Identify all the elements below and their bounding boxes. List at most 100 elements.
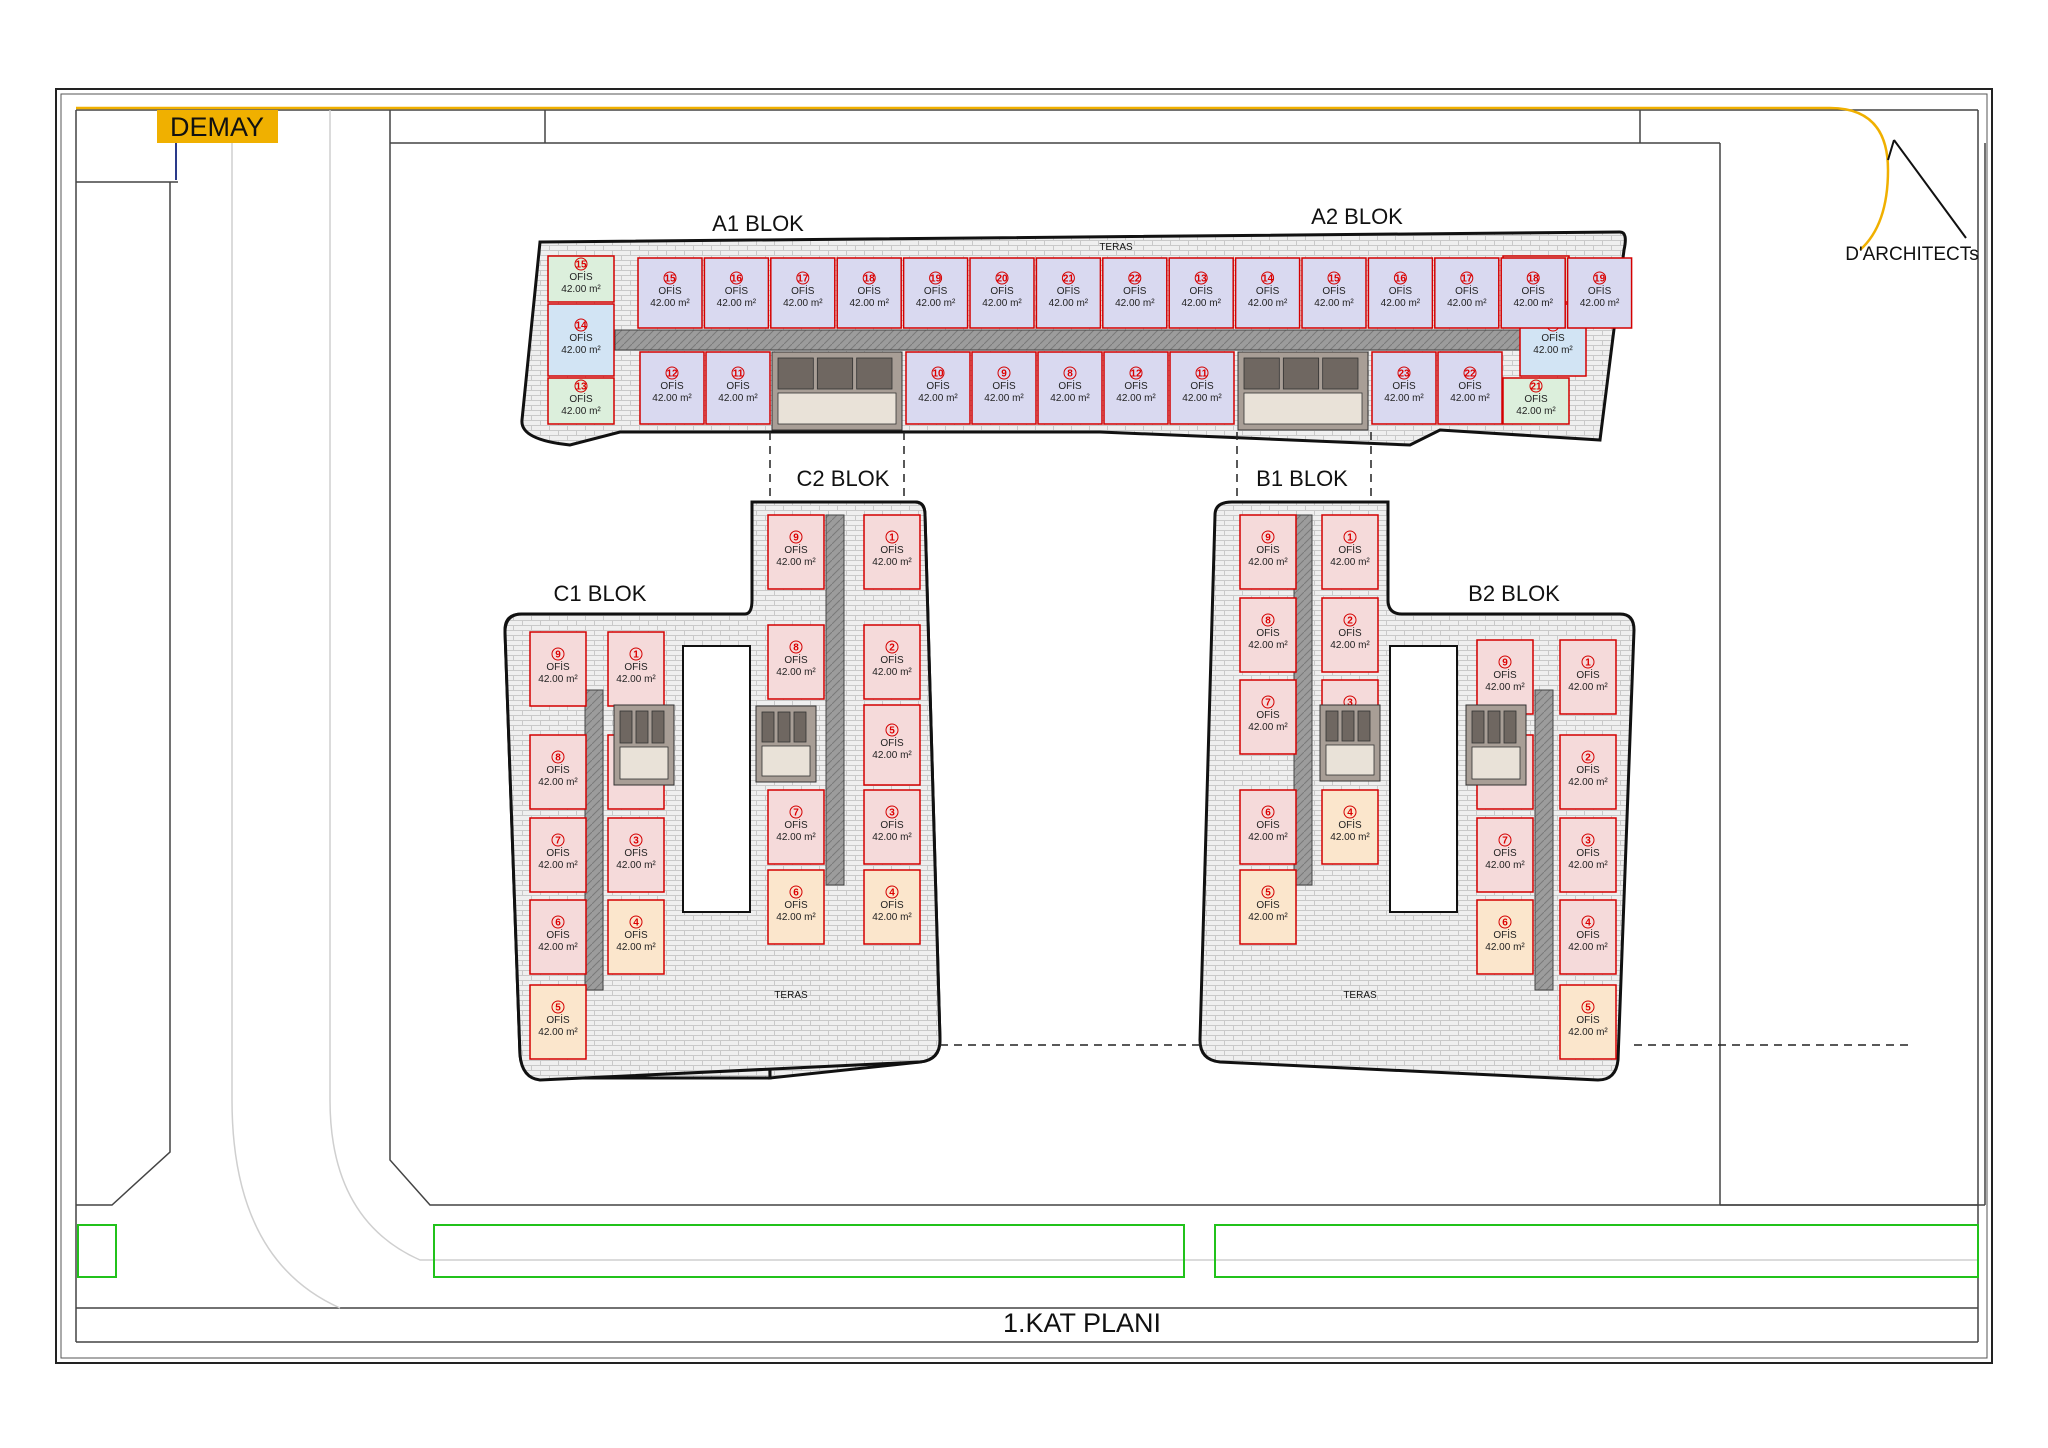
unit-number-marker <box>931 366 945 380</box>
unit-name: OFİS <box>1493 668 1517 681</box>
unit-number: 7 <box>1502 836 1508 847</box>
unit-name: OFİS <box>569 331 593 344</box>
unit-number: 19 <box>930 274 942 285</box>
unit-number-marker <box>1261 885 1275 899</box>
unit-number: 11 <box>1197 369 1208 380</box>
unit-number-marker <box>1194 271 1208 285</box>
unit-number-marker <box>574 257 588 271</box>
unit-area: 42.00 m² <box>1568 1027 1608 1038</box>
unit-number: 13 <box>575 382 587 393</box>
unit-name: OFİS <box>1576 846 1600 859</box>
unit-number-marker <box>1581 833 1595 847</box>
unit-name: OFİS <box>1256 818 1280 831</box>
unit-number-marker <box>1129 366 1143 380</box>
unit-area: 42.00 m² <box>561 406 601 417</box>
unit-name: OFİS <box>1576 1013 1600 1026</box>
unit-area: 42.00 m² <box>1381 298 1421 309</box>
unit-number-marker <box>1460 271 1474 285</box>
unit-number: 3 <box>889 808 895 819</box>
unit-area: 42.00 m² <box>918 393 958 404</box>
unit-number: 17 <box>797 274 809 285</box>
unit-name: OFİS <box>546 1013 570 1026</box>
unit-name: OFİS <box>546 763 570 776</box>
unit-number-marker <box>885 805 899 819</box>
unit-number: 13 <box>1196 274 1208 285</box>
architect-label: D'ARCHITECTs <box>1845 244 1978 265</box>
unit-number-marker <box>885 530 899 544</box>
unit-area: 42.00 m² <box>561 284 601 295</box>
unit-number-marker <box>551 1000 565 1014</box>
unit-name: OFİS <box>880 818 904 831</box>
unit-number-marker <box>789 885 803 899</box>
unit-area: 42.00 m² <box>849 298 889 309</box>
wing-corridor <box>584 689 604 991</box>
unit-area: 42.00 m² <box>872 667 912 678</box>
unit-name: OFİS <box>992 379 1016 392</box>
stair-core <box>1465 704 1527 786</box>
unit-number: 5 <box>555 1003 561 1014</box>
unit-name: OFİS <box>624 928 648 941</box>
unit-area: 42.00 m² <box>1115 298 1155 309</box>
unit-number: 11 <box>733 369 744 380</box>
unit-number: 6 <box>555 918 561 929</box>
unit-area: 42.00 m² <box>916 298 956 309</box>
unit-number: 8 <box>793 643 799 654</box>
unit-number-marker <box>885 885 899 899</box>
unit-number: 15 <box>1328 274 1340 285</box>
stair-core <box>613 704 675 786</box>
unit-number-marker <box>1343 530 1357 544</box>
unit-number-marker <box>551 915 565 929</box>
unit-area: 42.00 m² <box>538 777 578 788</box>
unit-number: 12 <box>1130 369 1142 380</box>
unit-number-marker <box>1498 833 1512 847</box>
block-a1-label: A1 BLOK <box>712 211 804 236</box>
unit-name: OFİS <box>725 284 749 297</box>
unit-area: 42.00 m² <box>1568 942 1608 953</box>
unit-number: 3 <box>633 836 639 847</box>
unit-area: 42.00 m² <box>1049 298 1089 309</box>
unit-number-marker <box>1128 271 1142 285</box>
unit-area: 42.00 m² <box>718 393 758 404</box>
unit-number-marker <box>1581 655 1595 669</box>
unit-name: OFİS <box>1455 284 1479 297</box>
architect-mark: D'ARCHITECTs <box>1845 139 1979 265</box>
unit-number-marker <box>1261 805 1275 819</box>
unit-name: OFİS <box>990 284 1014 297</box>
unit-number: 3 <box>1585 836 1591 847</box>
unit-name: OFİS <box>546 660 570 673</box>
unit-number: 19 <box>1594 274 1606 285</box>
unit-number: 5 <box>889 726 895 737</box>
unit-name: OFİS <box>926 379 950 392</box>
unit-number: 9 <box>555 650 561 661</box>
unit-area: 42.00 m² <box>1485 860 1525 871</box>
unit-name: OFİS <box>1493 928 1517 941</box>
accent-line <box>76 106 1890 251</box>
unit-name: OFİS <box>880 898 904 911</box>
road-curves <box>231 110 1978 1309</box>
unit-number: 3 <box>1347 698 1353 709</box>
unit-number-marker <box>1498 915 1512 929</box>
unit-area: 42.00 m² <box>1050 393 1090 404</box>
unit-number-marker <box>1397 366 1411 380</box>
unit-area: 42.00 m² <box>1248 298 1288 309</box>
unit-area: 42.00 m² <box>1568 860 1608 871</box>
terrace-label-b: TERAS <box>1343 990 1377 1001</box>
unit-number-marker <box>789 805 803 819</box>
unit-number-marker <box>789 530 803 544</box>
unit-area: 42.00 m² <box>1330 832 1370 843</box>
